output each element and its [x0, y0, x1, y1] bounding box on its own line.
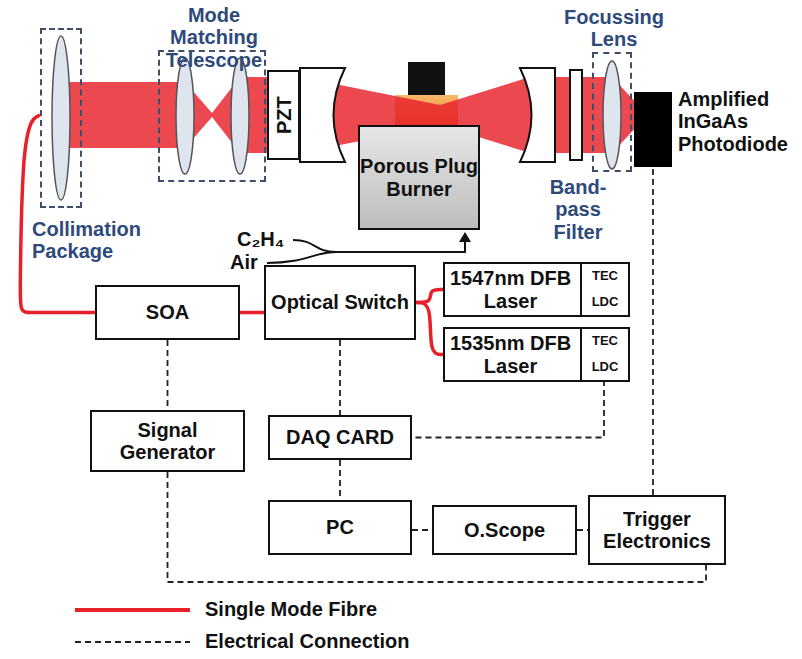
cavity-mirror — [300, 68, 345, 162]
electrical-connector — [412, 529, 432, 531]
computer-box: PC — [268, 500, 412, 555]
electrical-connector — [412, 380, 604, 438]
controller-box: TEC — [580, 329, 628, 355]
band-pass-filter — [570, 70, 582, 160]
fibre-connector — [20, 115, 95, 313]
pzt-box: PZT — [267, 70, 300, 160]
node-label: TEC — [592, 334, 618, 349]
fibre-connector — [416, 290, 443, 303]
telescope-lens — [176, 58, 194, 174]
photodiode: Amplified InGaAs Photodiode — [634, 92, 672, 167]
legend-text: Single Mode Fibre — [205, 598, 377, 620]
oscilloscope-box: O.Scope — [432, 505, 577, 555]
fibre-connector — [240, 311, 264, 315]
burner-top-block — [408, 62, 445, 95]
electrical-connector — [167, 340, 169, 410]
node-label: LDC — [592, 360, 619, 375]
node-label: 1535nm DFB Laser — [445, 332, 576, 377]
gas-label: Air — [230, 251, 258, 273]
legend-text: Electrical Connection — [205, 630, 410, 652]
laser-box: 1547nm DFB Laser TEC LDC — [443, 262, 630, 317]
laser-box: 1535nm DFB Laser TEC LDC — [443, 327, 630, 382]
controller-box: LDC — [580, 354, 628, 380]
controller-box: LDC — [580, 289, 628, 315]
group-label: Amplified InGaAs Photodiode — [678, 88, 798, 155]
node-label: O.Scope — [464, 519, 545, 541]
node-label: TEC — [592, 269, 618, 284]
burner-box: Porous Plug Burner — [358, 125, 480, 230]
group-outline: Focussing Lens — [592, 52, 632, 172]
node-label: SOA — [146, 301, 189, 323]
node-label: Porous Plug Burner — [360, 155, 478, 200]
gas-arrowhead — [459, 232, 471, 242]
telescope-lens — [231, 58, 249, 174]
cavity-mirror — [520, 68, 555, 162]
group-outline: Collimation Package — [40, 28, 82, 208]
node-label: PC — [326, 516, 354, 538]
gas-line — [267, 240, 465, 263]
trigger-box: Trigger Electronics — [588, 495, 726, 565]
node-label: 1547nm DFB Laser — [445, 267, 576, 312]
node-label: DAQ CARD — [286, 426, 394, 448]
node-label: LDC — [592, 295, 619, 310]
generator-box: Signal Generator — [90, 410, 245, 472]
group-label: Mode Matching Telescope — [148, 4, 280, 71]
amplifier-box: SOA — [95, 285, 240, 340]
electrical-connector — [577, 529, 588, 531]
node-label: Trigger Electronics — [590, 508, 724, 553]
fibre-connector — [416, 303, 443, 355]
collimation-lens — [52, 36, 70, 200]
component-label: Band-pass Filter — [528, 176, 628, 243]
group-label: Collimation Package — [32, 218, 162, 263]
group-outline: Mode Matching Telescope — [158, 50, 266, 182]
legend-fibre-sample — [75, 608, 190, 612]
node-label: Optical Switch — [271, 291, 409, 313]
gas-label: C₂H₄ — [237, 228, 284, 250]
electrical-connector — [339, 340, 341, 415]
electrical-connector — [339, 460, 341, 500]
group-label: Focussing Lens — [549, 6, 679, 51]
daq-box: DAQ CARD — [268, 415, 412, 460]
legend-electrical-sample — [75, 641, 190, 643]
focussing-lens — [603, 61, 621, 169]
switch-box: Optical Switch — [264, 265, 416, 340]
node-label: Signal Generator — [92, 419, 243, 464]
node-label: PZT — [272, 96, 294, 134]
electrical-connector — [652, 167, 654, 495]
controller-box: TEC — [580, 264, 628, 290]
